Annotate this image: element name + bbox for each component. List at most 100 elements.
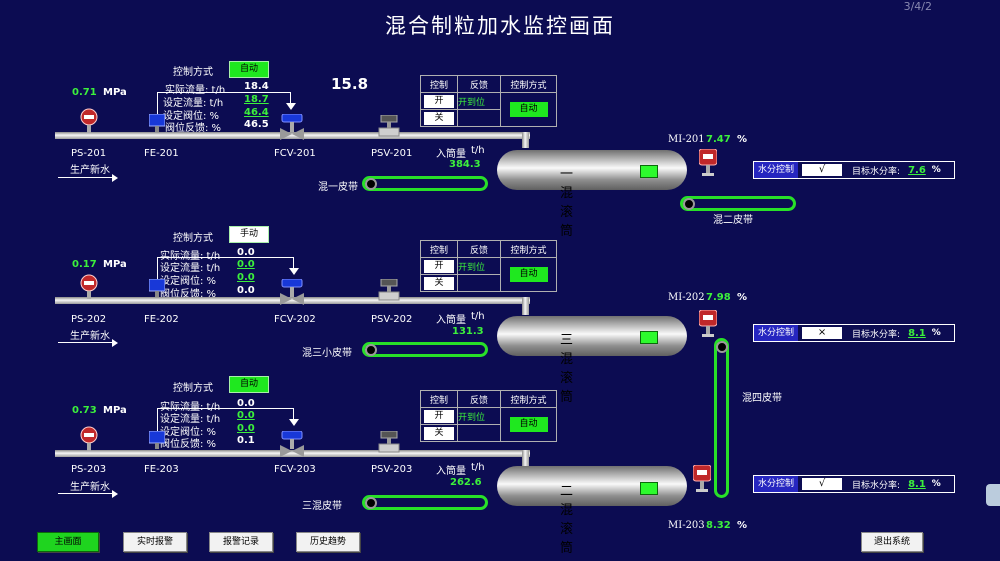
target-moisture-input[interactable]: 7.6: [908, 164, 926, 176]
corner-text: 3/4/2: [903, 0, 932, 13]
control-valve-icon[interactable]: [280, 431, 304, 457]
feedback-value: 开到位: [457, 407, 501, 425]
tag-fcv: FCV-203: [274, 464, 316, 475]
set-flow-label: 设定流量: t/h: [160, 263, 221, 274]
control-table: 控制反馈控制方式 开开到位自动 关: [420, 390, 557, 442]
set-flow-input[interactable]: 18.7: [244, 94, 269, 105]
open-button[interactable]: 开: [424, 94, 454, 108]
connector: [157, 408, 293, 409]
nav-realtime-alarm-button[interactable]: 实时报警: [123, 532, 187, 552]
control-valve-icon[interactable]: [280, 279, 304, 305]
nav-alarm-log-button[interactable]: 报警记录: [209, 532, 273, 552]
pressure-value: 0.17: [72, 259, 97, 270]
inflow-unit: t/h: [471, 311, 485, 322]
set-flow-label: 设定流量: t/h: [160, 414, 221, 425]
side-panel-handle[interactable]: [986, 484, 1000, 506]
water-pipe: [55, 450, 530, 457]
mixing-drum-1[interactable]: [497, 150, 687, 190]
moisture-control-toggle[interactable]: √: [802, 164, 843, 176]
belt-label: 三混皮带: [302, 501, 342, 512]
close-button[interactable]: 关: [424, 276, 454, 290]
pressure-unit: MPa: [103, 405, 127, 416]
flow-arrow: [58, 493, 114, 494]
moisture-control-panel-3: 水分控制 √ 目标水分率: 8.1 %: [753, 475, 955, 493]
close-button[interactable]: 关: [424, 111, 454, 125]
mode-manual-button[interactable]: 手动: [229, 226, 269, 243]
moisture-control-toggle[interactable]: √: [802, 478, 843, 490]
open-button[interactable]: 开: [424, 259, 454, 273]
pressure-gauge-icon[interactable]: [80, 108, 98, 134]
inflow-unit: t/h: [471, 145, 485, 156]
valve-fb-value: 0.1: [237, 435, 255, 446]
arrow-right-icon: [112, 490, 118, 498]
belt2-label: 混二皮带: [713, 215, 753, 226]
ctrl-mode-button[interactable]: 自动: [509, 102, 548, 117]
flowmeter-icon[interactable]: [149, 279, 165, 299]
nav-history-button[interactable]: 历史趋势: [296, 532, 360, 552]
source-label: 生产新水: [70, 165, 110, 176]
tag-fe: FE-203: [144, 464, 179, 475]
inflow-unit: t/h: [471, 462, 485, 473]
valve-fb-value: 46.5: [244, 119, 269, 130]
moisture-control-toggle[interactable]: ×: [802, 327, 843, 339]
psv-icon[interactable]: [377, 115, 401, 137]
valve-fb-label: 阀位反馈: %: [160, 439, 217, 450]
connector: [293, 408, 294, 420]
moisture-control-label: 水分控制: [754, 325, 799, 341]
mi-tag: MI-203: [668, 520, 705, 531]
inflow-label: 入筒量: [436, 466, 466, 477]
mode-auto-button[interactable]: 自动: [229, 376, 269, 393]
actual-flow-label: 实际流量: t/h: [160, 398, 220, 413]
target-moisture-input[interactable]: 8.1: [908, 478, 926, 490]
roller-icon: [365, 344, 377, 356]
ctrl-mode-button[interactable]: 自动: [509, 267, 548, 282]
target-moisture-input[interactable]: 8.1: [908, 327, 926, 339]
mixing-drum-3[interactable]: [497, 316, 687, 356]
flow-arrow: [58, 342, 114, 343]
inflow-value: 262.6: [450, 477, 482, 488]
connector: [157, 92, 290, 93]
target-moisture-label: 目标水分率:: [852, 329, 901, 340]
belt-label: 混三小皮带: [302, 348, 352, 359]
flowmeter-icon[interactable]: [149, 114, 165, 134]
actual-flow-value: 0.0: [237, 247, 255, 258]
set-valve-input[interactable]: 0.0: [237, 423, 255, 434]
ctrl-header: 反馈: [457, 390, 501, 408]
drum-status-indicator: [640, 482, 658, 495]
pressure-gauge-icon[interactable]: [80, 426, 98, 452]
inflow-label: 入筒量: [436, 315, 466, 326]
mi-value: 7.98: [706, 292, 731, 303]
set-flow-input[interactable]: 0.0: [237, 259, 255, 270]
ctrl-header: 控制方式: [500, 75, 557, 93]
psv-icon[interactable]: [377, 431, 401, 453]
control-valve-icon[interactable]: [280, 114, 304, 140]
pressure-gauge-icon[interactable]: [80, 274, 98, 300]
exit-system-button[interactable]: 退出系统: [861, 532, 923, 552]
valve-fb-label: 阀位反馈: %: [165, 123, 222, 134]
mixing-drum-2[interactable]: [497, 466, 687, 506]
moisture-sensor-icon[interactable]: [699, 149, 717, 177]
set-valve-label: 设定阀位: %: [160, 427, 217, 438]
tag-ps: PS-203: [71, 464, 107, 475]
open-button[interactable]: 开: [424, 409, 454, 423]
set-valve-input[interactable]: 46.4: [244, 107, 269, 118]
nav-main-button[interactable]: 主画面: [37, 532, 99, 552]
ctrl-header: 反馈: [457, 240, 501, 258]
drum-label: 三混滚筒: [560, 333, 574, 405]
moisture-sensor-icon[interactable]: [693, 465, 711, 493]
moisture-control-panel-1: 水分控制 √ 目标水分率: 7.6 %: [753, 161, 955, 179]
arrow-down-icon: [286, 103, 296, 110]
source-label: 生产新水: [70, 331, 110, 342]
mode-auto-button[interactable]: 自动: [229, 61, 269, 78]
belt-label: 混一皮带: [318, 182, 358, 193]
ctrl-header: 控制: [420, 390, 458, 408]
set-valve-input[interactable]: 0.0: [237, 272, 255, 283]
flowmeter-icon[interactable]: [149, 431, 165, 451]
psv-icon[interactable]: [377, 279, 401, 301]
roller-icon: [365, 178, 377, 190]
tag-fcv: FCV-202: [274, 314, 316, 325]
moisture-sensor-icon[interactable]: [699, 310, 717, 338]
ctrl-mode-button[interactable]: 自动: [509, 417, 548, 432]
set-flow-input[interactable]: 0.0: [237, 410, 255, 421]
close-button[interactable]: 关: [424, 426, 454, 440]
